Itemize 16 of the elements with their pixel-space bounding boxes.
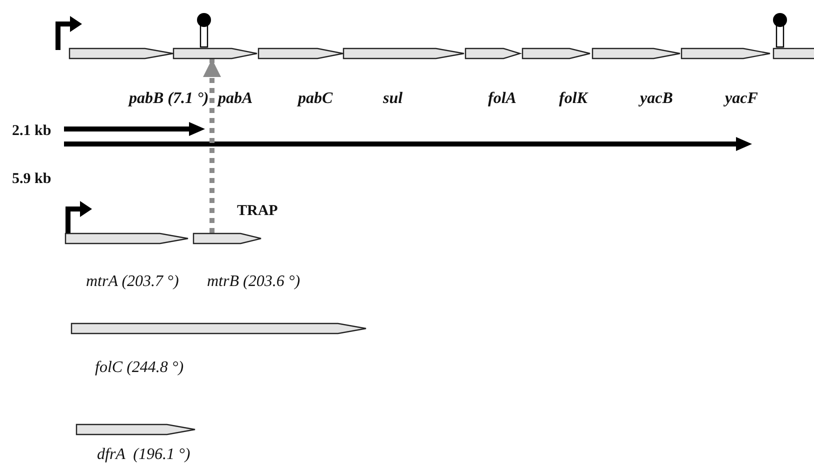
gene-label: pabB (7.1 °) bbox=[129, 90, 209, 108]
gene-block-partial bbox=[773, 48, 814, 59]
gene-label: dfrA (196.1 °) bbox=[97, 446, 190, 464]
transcript-size-label: 2.1 kb bbox=[12, 123, 52, 140]
gene-label: mtrB (203.6 °) bbox=[207, 273, 300, 291]
gene-label: pabC bbox=[298, 90, 333, 108]
gene-label: folK bbox=[559, 90, 588, 108]
gene-label: folA bbox=[488, 90, 516, 108]
transcript-size-label: 5.9 kb bbox=[12, 171, 52, 188]
gene-label: folC (244.8 °) bbox=[95, 359, 184, 377]
gene-label: yacB bbox=[640, 90, 673, 108]
gene-label: mtrA (203.7 °) bbox=[86, 273, 179, 291]
dashed-arrow bbox=[203, 59, 221, 233]
gene-label: sul bbox=[383, 90, 403, 108]
gene-label: yacF bbox=[725, 90, 758, 108]
gene-label: pabA bbox=[218, 90, 253, 108]
